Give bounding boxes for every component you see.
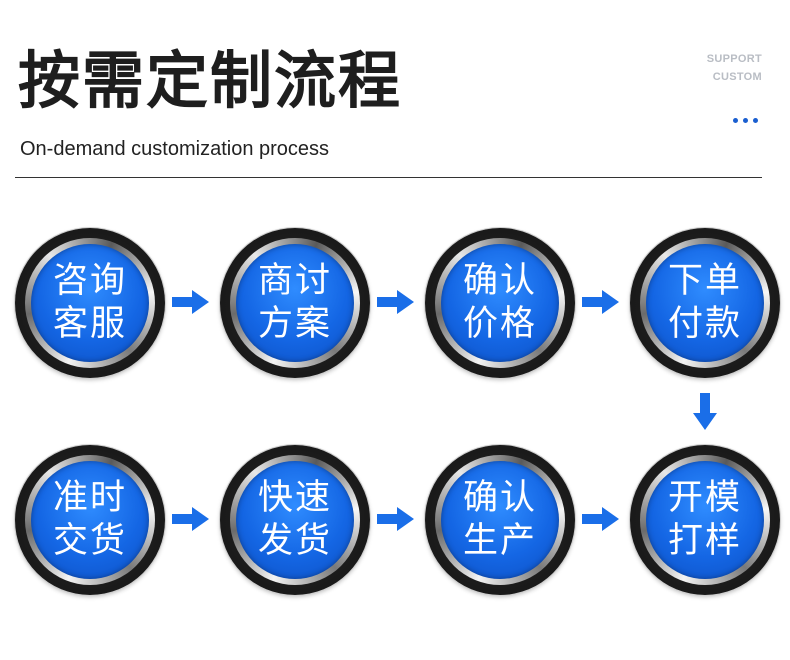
step-circle: 快速 发货 <box>236 461 354 579</box>
step-order-payment: 下单 付款 <box>630 228 780 378</box>
step-circle: 确认 生产 <box>441 461 559 579</box>
page-subtitle: On-demand customization process <box>20 138 330 160</box>
arrow-down-icon <box>693 393 717 430</box>
arrow-right-icon <box>582 290 619 314</box>
support-custom-badge: SUPPORT CUSTOM <box>707 50 762 86</box>
arrow-right-icon <box>172 290 209 314</box>
step-label-line1: 准时 <box>52 478 127 518</box>
step-label-line2: 付款 <box>667 304 742 344</box>
step-circle: 准时 交货 <box>31 461 149 579</box>
step-label-line2: 发货 <box>257 521 332 561</box>
step-circle: 下单 付款 <box>646 244 764 362</box>
step-discuss-plan: 商讨 方案 <box>220 228 370 378</box>
ellipsis-dots-icon <box>733 118 758 123</box>
arrow-right-icon <box>377 290 414 314</box>
step-label-line1: 开模 <box>667 478 742 518</box>
step-label-line2: 生产 <box>462 521 537 561</box>
step-on-time-delivery: 准时 交货 <box>15 445 165 595</box>
step-fast-shipping: 快速 发货 <box>220 445 370 595</box>
step-circle: 确认 价格 <box>441 244 559 362</box>
step-label-line2: 客服 <box>52 304 127 344</box>
arrow-right-icon <box>582 507 619 531</box>
step-circle: 商讨 方案 <box>236 244 354 362</box>
step-label-line2: 交货 <box>52 521 127 561</box>
arrow-right-icon <box>377 507 414 531</box>
custom-label: CUSTOM <box>712 71 762 83</box>
step-circle: 咨询 客服 <box>31 244 149 362</box>
step-consult-service: 咨询 客服 <box>15 228 165 378</box>
step-label-line2: 方案 <box>257 304 332 344</box>
support-label: SUPPORT <box>706 53 762 65</box>
step-confirm-price: 确认 价格 <box>425 228 575 378</box>
step-label-line1: 下单 <box>667 261 742 301</box>
step-label-line2: 打样 <box>667 521 742 561</box>
arrow-right-icon <box>172 507 209 531</box>
step-label-line1: 确认 <box>462 478 537 518</box>
dot-icon <box>733 118 738 123</box>
dot-icon <box>743 118 748 123</box>
step-label-line1: 咨询 <box>52 261 127 301</box>
step-mold-sampling: 开模 打样 <box>630 445 780 595</box>
step-label-line1: 快速 <box>257 478 332 518</box>
step-label-line1: 确认 <box>462 261 537 301</box>
step-label-line2: 价格 <box>462 304 537 344</box>
step-confirm-production: 确认 生产 <box>425 445 575 595</box>
dot-icon <box>753 118 758 123</box>
header-divider <box>15 177 762 178</box>
step-label-line1: 商讨 <box>257 261 332 301</box>
page-title: 按需定制流程 <box>18 44 403 117</box>
step-circle: 开模 打样 <box>646 461 764 579</box>
